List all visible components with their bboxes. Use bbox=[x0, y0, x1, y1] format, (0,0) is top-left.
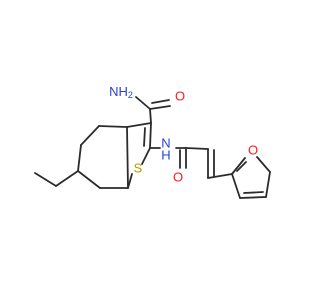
bond-c6-c7 bbox=[77, 170, 101, 189]
amine-h-label: H bbox=[161, 148, 170, 163]
bond-ccarbonyl-nh2 bbox=[135, 96, 151, 110]
bond-furanc2-o-double bbox=[236, 161, 247, 172]
bond-furanc4-c5 bbox=[265, 171, 271, 198]
bond-c3-c2 bbox=[149, 122, 152, 149]
furan-oxygen-label: O bbox=[248, 143, 258, 158]
bond-cacyl-calpha bbox=[185, 147, 209, 150]
bond-ethyl1-ethyl2 bbox=[34, 172, 57, 187]
bond-s-c7a bbox=[127, 173, 133, 189]
atom-label-layer: NH2 O N H S O O bbox=[109, 84, 258, 185]
bond-furanc3-c4-double bbox=[243, 191, 264, 194]
bond-furano-c2 bbox=[231, 157, 246, 175]
bond-c2-s bbox=[141, 147, 151, 165]
amide-oxygen-label: O bbox=[175, 89, 185, 104]
bond-c4-c5 bbox=[80, 125, 100, 146]
thiophene-sulfur-label: S bbox=[134, 161, 143, 176]
bond-furanc3-c4 bbox=[239, 196, 267, 199]
bond-c3-ccarbonyl bbox=[149, 108, 152, 124]
bond-cbeta-furanc2 bbox=[207, 173, 233, 179]
amide-nh2-label: NH2 bbox=[109, 84, 133, 101]
bond-c6-ethyl1 bbox=[55, 170, 79, 187]
bond-furanc2-c3 bbox=[231, 173, 241, 199]
bond-c3a-c3 bbox=[126, 122, 152, 128]
bond-c3a-c4 bbox=[98, 125, 128, 128]
bond-ccarbonyl-o bbox=[149, 105, 171, 110]
bond-ccarbonyl-o-double bbox=[151, 99, 170, 104]
bond-c3-c2-double bbox=[143, 127, 146, 147]
bond-c5-c6 bbox=[77, 144, 82, 172]
bond-furanc5-o bbox=[256, 156, 271, 173]
amine-n-label: N bbox=[161, 136, 170, 151]
bond-layer bbox=[34, 96, 271, 199]
bond-c7a-c3a bbox=[126, 126, 129, 189]
structure-canvas: NH2 O N H S O O bbox=[34, 83, 271, 199]
acyl-oxygen-label: O bbox=[173, 170, 183, 185]
molecule-structure: NH2 O N H S O O bbox=[34, 84, 271, 199]
